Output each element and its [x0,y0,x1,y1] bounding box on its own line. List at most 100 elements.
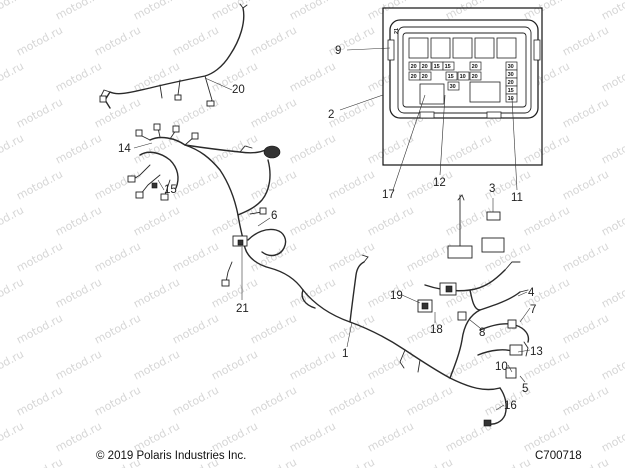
watermark-text: motod.ru [404,167,455,202]
fuse-rating-label: 20 [422,64,428,70]
fuse-rating-label: 30 [508,64,514,70]
fuse-slot [445,71,458,81]
watermark-text: motod.ru [287,131,338,166]
watermark-text: motod.ru [560,311,611,346]
watermark-text: motod.ru [92,239,143,274]
watermark-text: motod.ru [14,23,65,58]
harness-line-art [99,3,530,427]
relay-slot [419,83,445,105]
watermark-text: motod.ru [560,95,611,130]
watermark-text: motod.ru [443,131,494,166]
relay-cells [408,37,517,59]
fuse-slot [419,71,432,81]
drawing-number: C700718 [535,450,582,462]
watermark-text: motod.ru [248,95,299,130]
watermark-text: motod.ru [170,311,221,346]
watermark-text: motod.ru [599,59,625,94]
watermark-text: motod.ru [53,275,104,310]
watermark-text: motod.ru [14,455,65,468]
callout-4: 4 [528,287,535,299]
watermark-text: motod.ru [131,347,182,382]
watermark-text: motod.ru [287,203,338,238]
watermark-text: motod.ru [53,203,104,238]
fuse-rating-label: 15 [508,88,514,94]
fuse-rating-label: 30 [508,72,514,78]
watermark-text: motod.ru [92,167,143,202]
watermark-text: motod.ru [53,59,104,94]
watermark-text: motod.ru [131,275,182,310]
callout-2: 2 [328,109,334,121]
watermark-text: motod.ru [170,383,221,418]
fuse-rating-label: 15 [445,64,451,70]
watermark-text: motod.ru [209,347,260,382]
callout-1: 1 [342,348,348,360]
watermark-text: motod.ru [248,455,299,468]
watermark-text: motod.ru [326,167,377,202]
callout-5: 5 [522,383,528,395]
watermark-text: motod.ru [287,419,338,454]
fuse-box-side-label: 21 [394,28,400,34]
watermark-text: motod.ru [14,95,65,130]
watermark-text: motod.ru [404,455,455,468]
callout-16: 16 [504,400,517,412]
watermark-text: motod.ru [326,239,377,274]
watermark-text: motod.ru [14,167,65,202]
watermark-text: motod.ru [0,275,26,310]
watermark-text: motod.ru [560,167,611,202]
watermark-text: motod.ru [521,0,572,23]
fuse-rating-label: 10 [460,74,466,80]
watermark-text: motod.ru [365,0,416,23]
watermark-text: motod.ru [365,131,416,166]
fuse-rating-label: 15 [434,64,440,70]
fuse-rating-label: 20 [411,64,417,70]
callout-13: 13 [530,346,543,358]
relay-slot [496,37,517,59]
fuse-slot [457,71,470,81]
copyright-notice: © 2019 Polaris Industries Inc. [96,450,247,462]
watermark-text: motod.ru [443,203,494,238]
relay-slot [469,81,501,103]
callout-numbers: 9 2 17 12 11 3 20 14 15 6 21 1 19 18 8 4… [118,45,543,412]
callout-6: 6 [271,210,277,222]
relay-slot [452,37,473,59]
watermark-text: motod.ru [248,311,299,346]
watermark-text: motod.ru [287,59,338,94]
watermark-text: motod.ru [209,203,260,238]
watermark-text: motod.ru [560,23,611,58]
fuse-rating-label: 20 [411,74,417,80]
callout-20: 20 [232,84,245,96]
watermark-text: motod.ru [92,311,143,346]
watermark-text: motod.ru [599,275,625,310]
watermark-text: motod.ru [326,383,377,418]
module-3 [486,211,501,221]
watermark-text: motod.ru [0,419,26,454]
sub-harness-20 [104,7,245,109]
watermark-text: motod.ru [209,0,260,23]
fuse-rating-label: 30 [450,84,456,90]
watermark-text: motod.ru [248,383,299,418]
watermark-text: motod.ru [0,347,26,382]
watermark-text: motod.ru [14,311,65,346]
watermark-text: motod.ru [248,23,299,58]
detail-frame [382,7,543,166]
fuse-slot [469,61,482,71]
watermark-text: motod.ru [131,59,182,94]
callout-21: 21 [236,303,249,315]
watermark-text: motod.ru [599,419,625,454]
callout-17: 17 [382,189,395,201]
fuse-rating-label: 20 [508,80,514,86]
watermark-text: motod.ru [131,0,182,23]
watermark-text: motod.ru [92,383,143,418]
watermark-text: motod.ru [14,383,65,418]
watermark-text: motod.ru [170,23,221,58]
watermark-text: motod.ru [560,239,611,274]
callout-8: 8 [479,327,485,339]
watermark-text: motod.ru [521,347,572,382]
fuse-rating-label: 20 [422,74,428,80]
fuse-slot [419,61,432,71]
watermark-text: motod.ru [599,347,625,382]
watermark-text: motod.ru [443,0,494,23]
watermark-text: motod.ru [560,383,611,418]
watermark-text: motod.ru [326,455,377,468]
